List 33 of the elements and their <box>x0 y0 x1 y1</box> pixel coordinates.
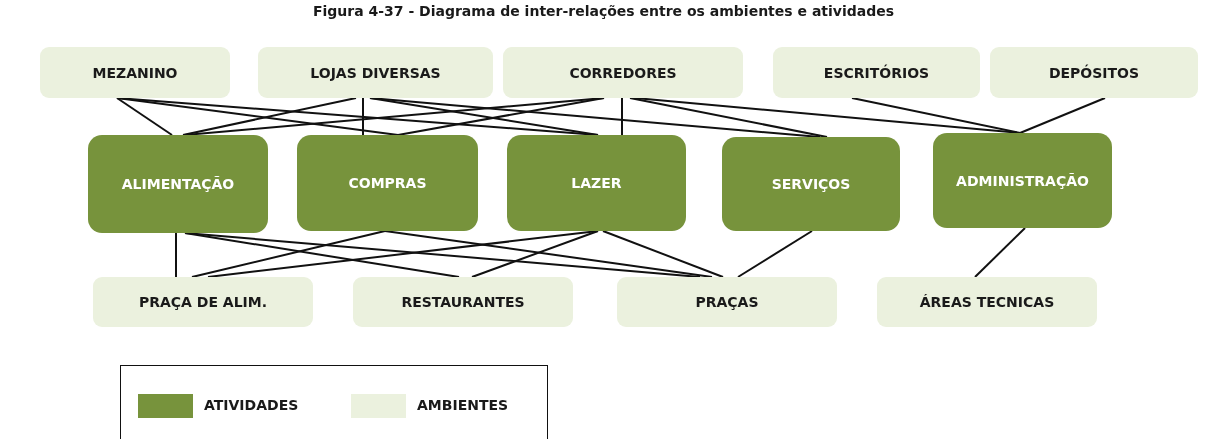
activity-box: SERVIÇOS <box>722 137 900 231</box>
activity-box: LAZER <box>507 135 686 231</box>
space-box: MEZANINO <box>40 47 230 98</box>
space-box: PRAÇA DE ALIM. <box>93 277 313 327</box>
space-box: ÁREAS TECNICAS <box>877 277 1097 327</box>
connector-line <box>184 232 701 278</box>
connector-line <box>362 97 364 136</box>
figure-title: Figura 4-37 - Diagrama de inter-relações entre os ambientes e atividades <box>311 3 896 19</box>
connector-line <box>621 97 623 136</box>
activity-box: ALIMENTAÇÃO <box>88 135 268 233</box>
connector-line <box>369 97 821 138</box>
activity-box: COMPRAS <box>297 135 478 231</box>
connector-line <box>1019 97 1106 134</box>
activity-box: ADMINISTRAÇÃO <box>933 133 1112 228</box>
connector-line <box>471 230 599 278</box>
connector-line <box>629 97 828 138</box>
space-box: DEPÓSITOS <box>990 47 1198 98</box>
connector-line <box>384 230 713 278</box>
connector-line <box>182 97 357 136</box>
connector-line <box>737 230 813 278</box>
space-box: CORREDORES <box>503 47 743 98</box>
connector-line <box>851 97 1021 134</box>
space-box: ESCRITÓRIOS <box>773 47 980 98</box>
space-box: PRAÇAS <box>617 277 837 327</box>
legend-label: ATIVIDADES <box>204 397 299 413</box>
connector-line <box>974 227 1026 278</box>
legend-label: AMBIENTES <box>417 397 509 413</box>
connector-line <box>602 230 724 278</box>
connector-line <box>191 230 386 278</box>
space-box: LOJAS DIVERSAS <box>258 47 493 98</box>
connector-line <box>116 97 173 136</box>
space-box: RESTAURANTES <box>353 277 573 327</box>
connector-line <box>175 232 177 278</box>
